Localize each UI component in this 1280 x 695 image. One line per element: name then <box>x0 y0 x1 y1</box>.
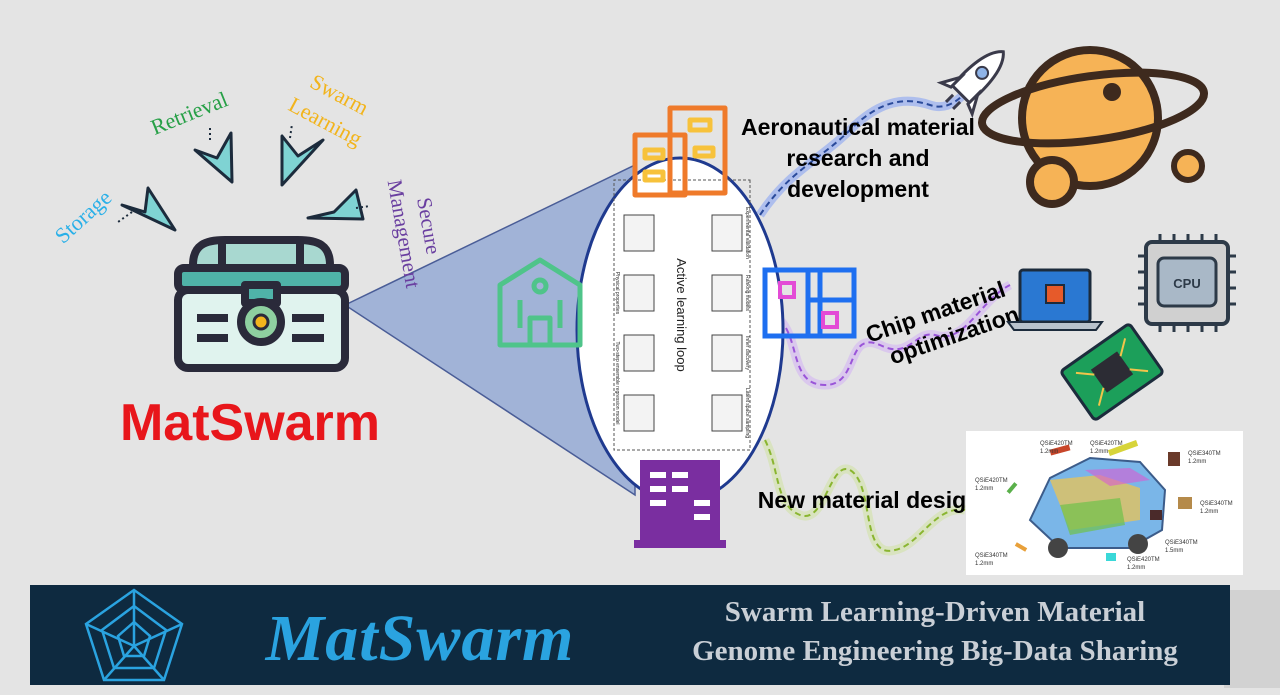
part-size: 1.2mm <box>1090 449 1108 455</box>
function-label-retrieval: Retrieval <box>147 86 231 139</box>
function-label-storage: Storage <box>50 185 117 249</box>
part-code: QSiE420TM <box>975 478 1008 484</box>
part-size: 1.2mm <box>975 486 993 492</box>
laptop-icon <box>1006 268 1104 331</box>
treasure-chest-icon <box>174 236 349 372</box>
part-size: 1.2mm <box>1200 509 1218 515</box>
plane-trail-dots <box>117 123 371 223</box>
loop-small-label: Experimental validation <box>744 207 750 259</box>
bottom-banner: MatSwarm Swarm Learning-Driven Material … <box>30 585 1280 688</box>
application-label-aeronautical: research and <box>786 145 929 171</box>
part-code: QSiE340TM <box>1165 540 1198 546</box>
loop-center-label: Active learning loop <box>674 258 689 371</box>
loop-small-label: Ranking models <box>744 275 750 311</box>
application-label-aeronautical: development <box>787 176 929 202</box>
banner-subtitle-line: Swarm Learning-Driven Material <box>725 596 1145 628</box>
part-size: 1.2mm <box>1040 449 1058 455</box>
part-code: QSiE340TM <box>975 553 1008 559</box>
part-size: 1.2mm <box>1127 565 1145 571</box>
cpu-label: CPU <box>1173 276 1200 291</box>
paper-plane-icons <box>120 131 365 232</box>
car-parts <box>1006 440 1192 561</box>
part-size: 1.5mm <box>1165 548 1183 554</box>
part-code: QSiE420TM <box>1127 557 1160 563</box>
chip-layout-icon <box>762 267 857 339</box>
application-label-aeronautical: Aeronautical material <box>741 114 975 140</box>
banner-subtitle-line: Genome Engineering Big-Data Sharing <box>692 635 1178 667</box>
connection-paths <box>756 77 1013 556</box>
banner-title: MatSwarm <box>265 602 575 675</box>
banner-logo-icon <box>84 588 184 682</box>
planet-icon <box>978 46 1208 208</box>
circuit-board-icon <box>1060 323 1164 421</box>
part-code: QSiE420TM <box>1090 441 1123 447</box>
aero-building-icon <box>632 105 728 198</box>
loop-small-label: Latent space sampling <box>744 388 750 438</box>
part-code: QSiE340TM <box>1188 451 1221 457</box>
part-code: QSiE340TM <box>1200 501 1233 507</box>
part-size: 1.2mm <box>975 561 993 567</box>
loop-small-label: Inner discovery <box>744 336 750 370</box>
cpu-icon: CPU <box>1138 234 1236 332</box>
house-icon <box>497 257 583 348</box>
active-learning-loop: Active learning loop Experimental valida… <box>613 179 751 451</box>
car-body-panel: QSiE420TM 1.2mm QSiE420TM 1.2mm QSiE340T… <box>966 431 1243 575</box>
car-body-icon <box>1028 456 1167 558</box>
part-code: QSiE420TM <box>1040 441 1073 447</box>
application-label-new-material: New material design <box>758 487 980 513</box>
loop-small-label: Physical properties <box>614 272 620 315</box>
rocket-icon <box>936 50 1005 119</box>
part-size: 1.2mm <box>1188 459 1206 465</box>
design-building-icon <box>634 460 726 548</box>
brand-title: MatSwarm <box>120 394 380 452</box>
loop-small-label: Two-step ensemble regression model <box>614 341 620 424</box>
